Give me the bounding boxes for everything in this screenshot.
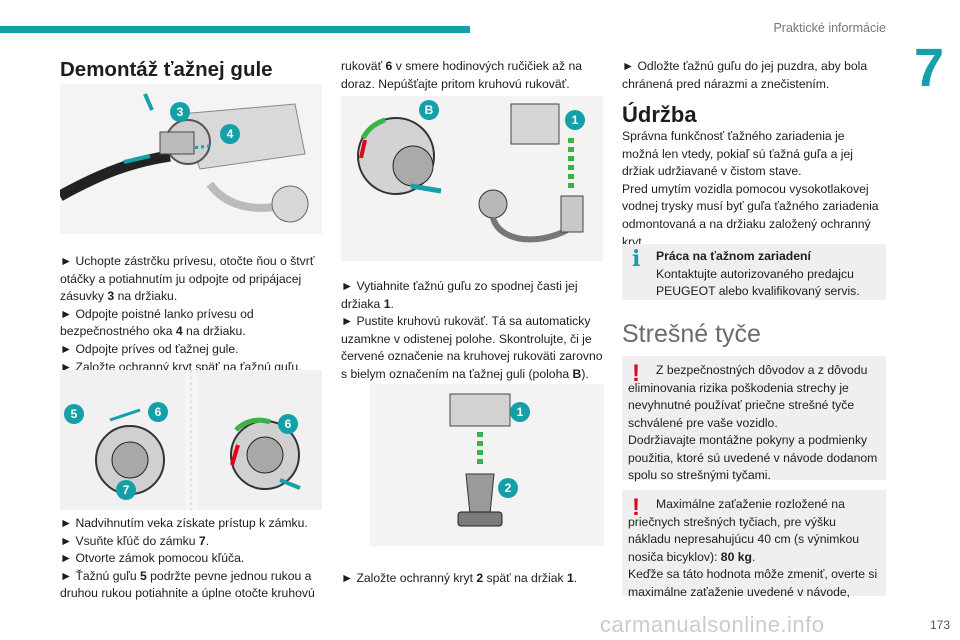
step-detach-trailer: ► Odpojte príves od ťažnej gule. (60, 341, 239, 356)
callout-6: 6 (148, 402, 168, 422)
steps-block-1: ► Uchopte zástrčku prívesu, otočte ňou o… (60, 253, 322, 376)
info-icon: i (632, 246, 641, 272)
callout-3: 3 (170, 102, 190, 122)
section-heading-roof-bars: Strešné tyče (622, 320, 761, 348)
maintenance-para-2: Pred umytím vozidla pomocou vysokotlakov… (622, 181, 879, 249)
step-hold-ball: ► Ťažnú guľu 5 podržte pevne jednou ruko… (60, 568, 315, 601)
callout-7: 7 (116, 480, 136, 500)
step-insert-key: ► Vsuňte kľúč do zámku 7. (60, 533, 210, 548)
step-unplug: ► Uchopte zástrčku prívesu, otočte ňou o… (60, 254, 315, 304)
callout-1: 1 (565, 110, 585, 130)
warning-note-2: ! Maximálne zaťaženie rozložené na prieč… (622, 490, 886, 599)
figure-ball-removal: B 1 (341, 96, 603, 261)
callout-B: B (419, 100, 439, 120)
warning-icon: ! (632, 360, 640, 387)
info-note-box: i Práca na ťažnom zariadení Kontaktujte … (622, 244, 886, 300)
figure-plug-disconnect: 3 4 (60, 84, 322, 234)
warning-2-para-1: Maximálne zaťaženie rozložené na priečny… (628, 497, 860, 564)
figure-lock-unlock: 5 6 7 6 (60, 370, 322, 510)
step-store-ball: ► Odložte ťažnú guľu do jej puzdra, aby … (622, 59, 868, 91)
warning-1-para-2: Dodržiavajte montážne pokyny a podmienky… (628, 433, 878, 483)
watermark: carmanualsonline.info (600, 612, 825, 637)
steps-block-2: ► Nadvihnutím veka získate prístup k zám… (60, 515, 322, 603)
section-heading-removal: Demontáž ťažnej gule (60, 58, 273, 81)
callout-5: 5 (64, 404, 84, 424)
figure-cover-fit: 1 2 (370, 384, 604, 546)
warning-2-para-2: Keďže sa táto hodnota môže zmeniť, overt… (628, 567, 878, 599)
maintenance-para-1: Správna funkčnosť ťažného zariadenia je … (622, 129, 853, 179)
warning-1-para-1: Z bezpečnostných dôvodov a z dôvodu elim… (628, 363, 868, 430)
info-note-title: Práca na ťažnom zariadení (656, 249, 811, 263)
page-number: 173 (929, 618, 950, 632)
callout-1-cover: 1 (510, 402, 530, 422)
step-fit-cover-holder: ► Založte ochranný kryt 2 späť na držiak… (341, 571, 578, 585)
section-title: Praktické informácie (773, 21, 886, 35)
warning-note-1: ! Z bezpečnostných dôvodov a z dôvodu el… (622, 356, 886, 482)
chapter-number: 7 (913, 38, 945, 98)
step-release-handle: ► Pustite kruhovú rukoväť. Tá sa automat… (341, 314, 603, 381)
callout-4: 4 (220, 124, 240, 144)
step-unlock: ► Otvorte zámok pomocou kľúča. (60, 551, 245, 566)
step-unhook-cable: ► Odpojte poistné lanko prívesu od bezpe… (60, 306, 254, 339)
section-heading-maintenance: Údržba (622, 102, 697, 127)
warning-icon: ! (632, 494, 640, 521)
callout-6-right: 6 (278, 414, 298, 434)
col2-intro: rukoväť 6 v smere hodinových ručičiek až… (341, 59, 582, 91)
callout-2-cover: 2 (498, 478, 518, 498)
info-note-text: Kontaktujte autorizovaného predajcu PEUG… (656, 266, 860, 299)
steps-block-3: ► Vytiahnite ťažnú guľu zo spodnej časti… (341, 278, 603, 384)
header-accent-bar (0, 26, 470, 33)
step-lift-lid: ► Nadvihnutím veka získate prístup k zám… (60, 516, 308, 530)
maintenance-text: Správna funkčnosť ťažného zariadenia je … (622, 128, 884, 251)
step-pull-ball: ► Vytiahnite ťažnú guľu zo spodnej časti… (341, 279, 578, 311)
